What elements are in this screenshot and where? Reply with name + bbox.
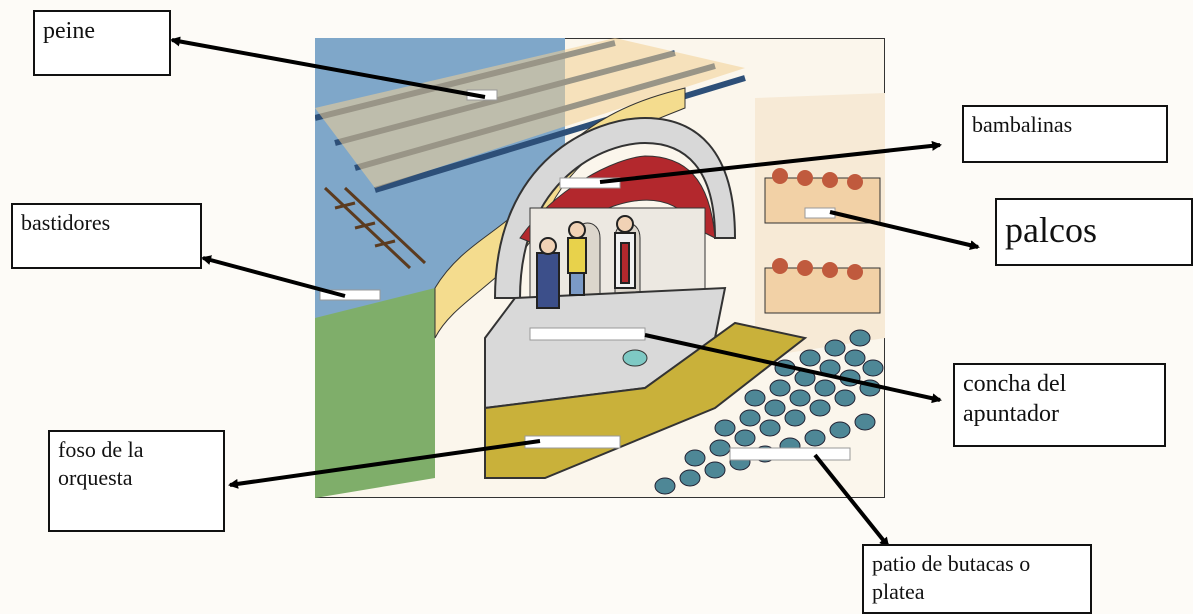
label-bambalinas-text: bambalinas xyxy=(972,112,1073,137)
label-palcos-text: palcos xyxy=(1005,210,1097,250)
label-palcos: palcos xyxy=(995,198,1193,266)
label-foso-text-1: foso de la xyxy=(58,437,144,462)
label-patio: patio de butacas o platea xyxy=(862,544,1092,614)
label-peine: peine xyxy=(33,10,171,76)
label-concha-text-1: concha del xyxy=(963,371,1067,397)
arrow-concha xyxy=(644,333,942,404)
label-concha-text-2: apuntador xyxy=(963,401,1059,427)
label-patio-text-2: platea xyxy=(872,578,925,604)
arrow-bambalinas xyxy=(599,140,942,184)
label-bambalinas: bambalinas xyxy=(962,105,1168,163)
arrow-foso xyxy=(228,439,541,489)
label-foso-text-2: orquesta xyxy=(58,464,133,490)
label-concha: concha del apuntador xyxy=(953,363,1166,447)
label-bastidores-text: bastidores xyxy=(21,210,111,235)
label-patio-text-1: patio de butacas o xyxy=(872,551,1031,576)
label-foso: foso de la orquesta xyxy=(48,430,225,532)
arrow-palcos xyxy=(829,210,980,251)
theatre-illustration xyxy=(315,38,885,498)
label-bastidores: bastidores xyxy=(11,203,202,269)
arrow-bastidores xyxy=(201,255,346,298)
arrow-peine xyxy=(170,36,486,99)
label-peine-text: peine xyxy=(43,18,95,44)
arrow-patio xyxy=(813,453,890,548)
